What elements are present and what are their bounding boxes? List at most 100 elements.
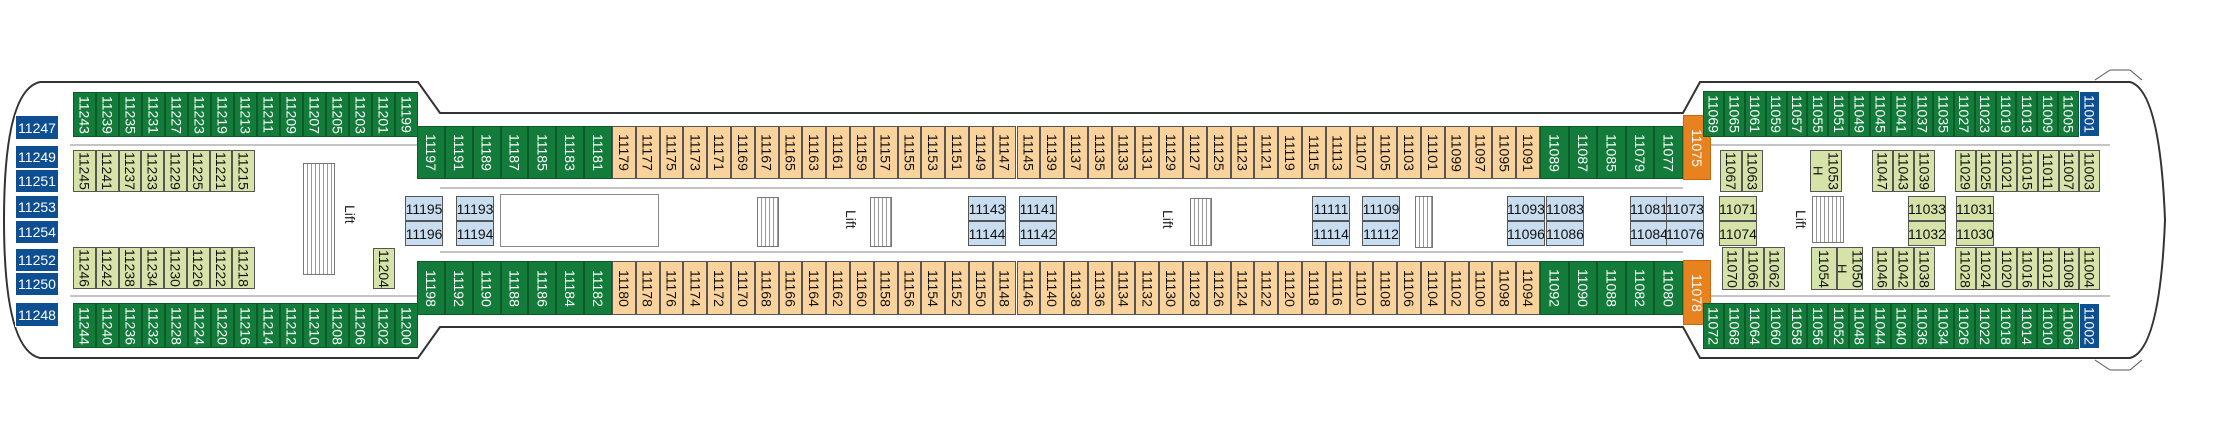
cabin-11100[interactable]: 11100: [1468, 261, 1493, 315]
cabin-11136[interactable]: 11136: [1087, 261, 1112, 315]
cabin-11222[interactable]: 11222: [209, 247, 233, 289]
cabin-11087[interactable]: 11087: [1568, 126, 1598, 179]
cabin-11121[interactable]: 11121: [1254, 126, 1279, 179]
cabin-11074[interactable]: 11074: [1719, 221, 1757, 246]
cabin-11077[interactable]: 11077: [1654, 126, 1683, 179]
cabin-11047[interactable]: 11047: [1872, 150, 1893, 192]
cabin-11090[interactable]: 11090: [1568, 261, 1598, 315]
cabin-11044[interactable]: 11044: [1870, 303, 1892, 349]
cabin-11029[interactable]: 11029: [1955, 150, 1976, 192]
cabin-11251[interactable]: 11251: [15, 169, 59, 193]
cabin-11034[interactable]: 11034: [1932, 303, 1954, 349]
cabin-11208[interactable]: 11208: [326, 303, 349, 348]
cabin-11190[interactable]: 11190: [472, 261, 501, 315]
cabin-11186[interactable]: 11186: [528, 261, 557, 315]
cabin-11043[interactable]: 11043: [1893, 150, 1914, 192]
cabin-11004[interactable]: 11004: [2079, 247, 2100, 290]
cabin-11149[interactable]: 11149: [968, 126, 993, 179]
cabin-11096[interactable]: 11096: [1507, 221, 1545, 246]
cabin-11237[interactable]: 11237: [118, 150, 142, 192]
cabin-11221[interactable]: 11221: [209, 150, 233, 192]
cabin-11146[interactable]: 11146: [1016, 261, 1041, 315]
cabin-11051[interactable]: 11051: [1828, 91, 1850, 137]
cabin-11189[interactable]: 11189: [472, 126, 501, 179]
cabin-11084[interactable]: 11084: [1630, 221, 1668, 246]
cabin-11250[interactable]: 11250: [15, 272, 59, 296]
cabin-11111[interactable]: 11111: [1312, 196, 1350, 221]
cabin-11067[interactable]: 11067: [1720, 150, 1742, 192]
cabin-11215[interactable]: 11215: [232, 150, 255, 192]
cabin-11194[interactable]: 11194: [456, 221, 494, 246]
cabin-11239[interactable]: 11239: [96, 92, 119, 137]
cabin-11028[interactable]: 11028: [1955, 247, 1976, 290]
cabin-11150[interactable]: 11150: [968, 261, 993, 315]
cabin-11037[interactable]: 11037: [1911, 91, 1933, 137]
cabin-11198[interactable]: 11198: [417, 261, 445, 315]
cabin-11130[interactable]: 11130: [1159, 261, 1184, 315]
cabin-11035[interactable]: 11035: [1932, 91, 1954, 137]
cabin-11184[interactable]: 11184: [556, 261, 585, 315]
cabin-11052[interactable]: 11052: [1828, 303, 1850, 349]
cabin-11007[interactable]: 11007: [2058, 150, 2080, 192]
cabin-11092[interactable]: 11092: [1540, 261, 1569, 315]
cabin-11180[interactable]: 11180: [612, 261, 636, 315]
cabin-11173[interactable]: 11173: [683, 126, 708, 179]
cabin-11012[interactable]: 11012: [2037, 247, 2059, 290]
cabin-11131[interactable]: 11131: [1135, 126, 1160, 179]
cabin-11185[interactable]: 11185: [528, 126, 557, 179]
cabin-11095[interactable]: 11095: [1492, 126, 1517, 179]
cabin-11187[interactable]: 11187: [500, 126, 529, 179]
cabin-11032[interactable]: 11032: [1908, 221, 1946, 246]
cabin-11091[interactable]: 11091: [1516, 126, 1540, 179]
cabin-11081[interactable]: 11081: [1630, 196, 1668, 221]
cabin-11069[interactable]: 11069: [1703, 91, 1724, 137]
cabin-11155[interactable]: 11155: [897, 126, 922, 179]
cabin-11254[interactable]: 11254: [15, 220, 59, 244]
cabin-11089[interactable]: 11089: [1540, 126, 1569, 179]
cabin-11244[interactable]: 11244: [73, 303, 96, 348]
cabin-11142[interactable]: 11142: [1019, 221, 1057, 246]
cabin-11252[interactable]: 11252: [15, 248, 59, 272]
cabin-11031[interactable]: 11031: [1956, 196, 1994, 221]
cabin-11243[interactable]: 11243: [73, 92, 96, 137]
cabin-11205[interactable]: 11205: [326, 92, 349, 137]
cabin-11021[interactable]: 11021: [1996, 150, 2018, 192]
cabin-11061[interactable]: 11061: [1744, 91, 1766, 137]
cabin-11156[interactable]: 11156: [897, 261, 922, 315]
cabin-11188[interactable]: 11188: [500, 261, 529, 315]
cabin-11114[interactable]: 11114: [1312, 221, 1350, 246]
cabin-11153[interactable]: 11153: [921, 126, 946, 179]
cabin-11013[interactable]: 11013: [2016, 91, 2038, 137]
cabin-11216[interactable]: 11216: [234, 303, 257, 348]
cabin-11213[interactable]: 11213: [234, 92, 257, 137]
cabin-11145[interactable]: 11145: [1016, 126, 1041, 179]
cabin-11059[interactable]: 11059: [1765, 91, 1787, 137]
cabin-11127[interactable]: 11127: [1183, 126, 1207, 179]
cabin-11113[interactable]: 11113: [1325, 126, 1350, 179]
cabin-11071[interactable]: 11071: [1719, 196, 1757, 221]
cabin-11248[interactable]: 11248: [15, 302, 59, 327]
cabin-11079[interactable]: 11079: [1625, 126, 1655, 179]
cabin-11046[interactable]: 11046: [1872, 247, 1893, 290]
cabin-11148[interactable]: 11148: [992, 261, 1017, 315]
cabin-11063[interactable]: 11063: [1741, 150, 1763, 192]
cabin-11230[interactable]: 11230: [164, 247, 187, 289]
cabin-11070[interactable]: 11070: [1722, 247, 1743, 290]
cabin-11016[interactable]: 11016: [2017, 247, 2038, 290]
cabin-11162[interactable]: 11162: [826, 261, 850, 315]
cabin-11140[interactable]: 11140: [1040, 261, 1065, 315]
cabin-11249[interactable]: 11249: [15, 145, 59, 169]
cabin-11171[interactable]: 11171: [707, 126, 731, 179]
cabin-11234[interactable]: 11234: [141, 247, 164, 289]
cabin-11224[interactable]: 11224: [188, 303, 211, 348]
cabin-11196[interactable]: 11196: [405, 221, 443, 246]
cabin-11134[interactable]: 11134: [1111, 261, 1136, 315]
cabin-11172[interactable]: 11172: [707, 261, 731, 315]
cabin-11228[interactable]: 11228: [165, 303, 188, 348]
cabin-11191[interactable]: 11191: [444, 126, 473, 179]
cabin-11082[interactable]: 11082: [1625, 261, 1655, 315]
cabin-11232[interactable]: 11232: [142, 303, 165, 348]
cabin-11094[interactable]: 11094: [1516, 261, 1540, 315]
